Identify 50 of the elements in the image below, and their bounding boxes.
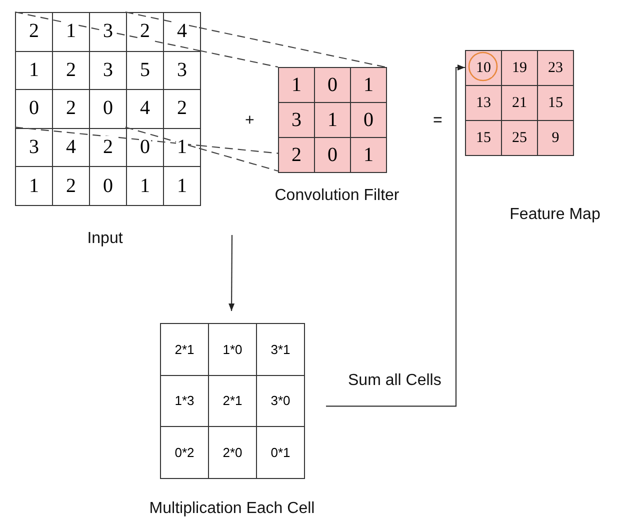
grid-caption: Convolution Filter: [274, 187, 400, 205]
guide-line: [198, 27, 386, 68]
grid-caption: Multiplication Each Cell: [149, 500, 315, 518]
grid-cell: [314, 67, 351, 103]
cell-value: 0*1: [270, 445, 292, 460]
grid-cell: [501, 85, 538, 121]
grid-cell: [350, 137, 387, 173]
grid-cell: [15, 166, 53, 206]
guide-line: [198, 50, 278, 68]
arrow: [228, 235, 235, 311]
grid-cell: [278, 67, 315, 103]
grid-cell: [163, 12, 201, 52]
grid-cell: [350, 102, 387, 138]
cell-value: 3*0: [270, 393, 292, 408]
grid-cell: [256, 426, 305, 479]
grid-cell: [314, 137, 351, 173]
grid-cell: [350, 67, 387, 103]
grid-cell: [537, 50, 574, 86]
cell-value: 10: [475, 60, 492, 76]
guide-line: [198, 148, 278, 172]
cell-value: 1*0: [222, 342, 244, 357]
grid-cell: [501, 50, 538, 86]
grid-cell: [465, 120, 502, 156]
cell-value: 0*2: [174, 445, 196, 460]
grid-cell: [465, 85, 502, 121]
grid-cell: [256, 323, 305, 376]
cell-value: 2*0: [222, 445, 244, 460]
grid-cell: [163, 166, 201, 206]
arrow: [326, 64, 465, 407]
cell-value: 2*1: [174, 342, 196, 357]
grid-cell: [314, 102, 351, 138]
operator-sign: =: [433, 112, 442, 130]
grid-cell: [278, 137, 315, 173]
grid-cell: [537, 85, 574, 121]
grid-cell: [278, 102, 315, 138]
grid-caption: Input: [87, 230, 123, 248]
grid-cell: [501, 120, 538, 156]
guide-line: [198, 144, 278, 154]
grid: [465, 50, 573, 155]
grid-cell: [160, 426, 209, 479]
grid-cell: [15, 12, 53, 52]
grid-caption: Feature Map: [510, 206, 600, 224]
grid-cell: [160, 323, 209, 376]
cell-value: 3*1: [270, 342, 292, 357]
grid: [160, 323, 304, 478]
cell-value: 1*3: [174, 393, 196, 408]
grid: [278, 67, 386, 172]
grid-cell: [537, 120, 574, 156]
operator-sign: +: [245, 112, 254, 130]
grid: [15, 12, 200, 205]
